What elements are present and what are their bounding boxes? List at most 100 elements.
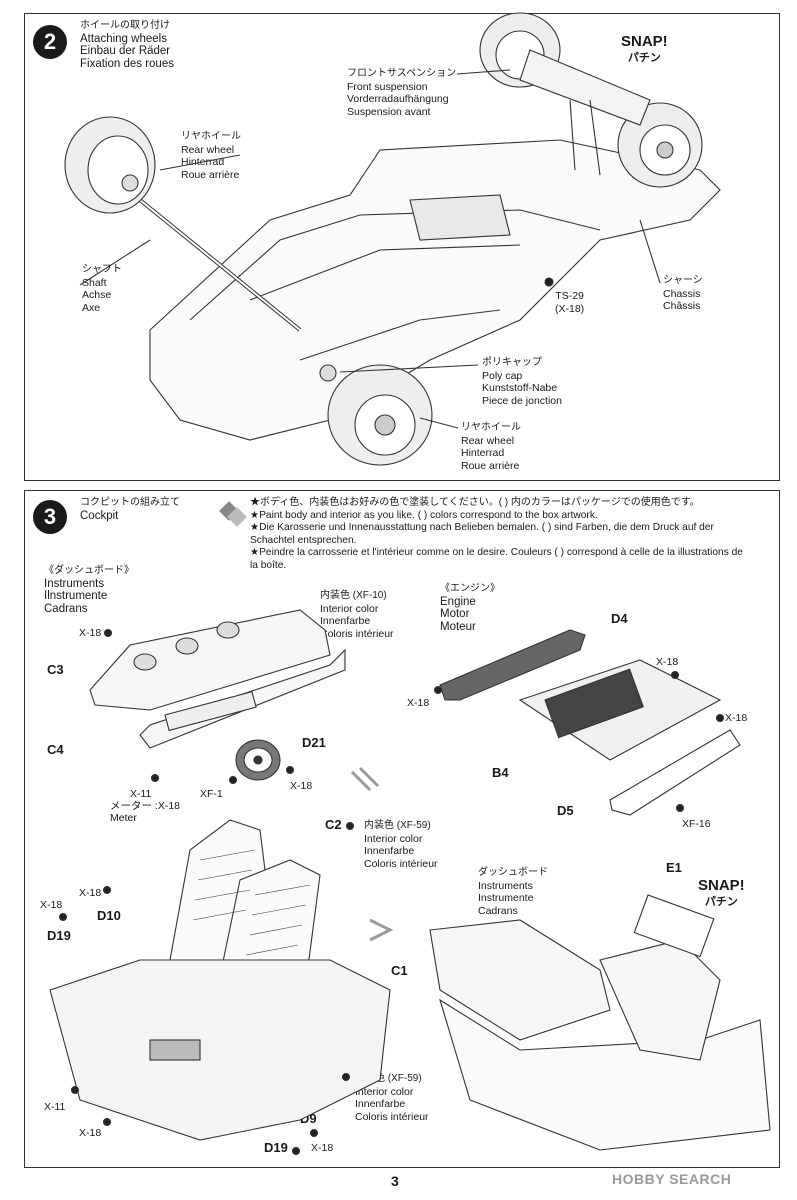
paint-meter-jp: メーター :X-18 (110, 800, 181, 812)
step-2-number: 2 (43, 29, 57, 54)
snap-callout-step2: SNAP! パチン (621, 34, 668, 66)
snap-text-jp: パチン (627, 52, 661, 64)
xf10-de: Innenfarbe (320, 615, 371, 627)
shaft-jp: シャフト (82, 264, 122, 275)
rear-wheel-bottom-callout: リヤホイール Rear wheel Hinterrad Roue arrière (461, 422, 521, 472)
engine-header-jp: 《エンジン》 (440, 583, 500, 594)
chassis-callout: シャーシ Chassis Châssis (663, 275, 703, 313)
engine-header-fr: Moteur (440, 620, 476, 633)
rear-wheel-b-jp: リヤホイール (461, 422, 521, 433)
xf59a-de: Innenfarbe (364, 845, 415, 857)
front-suspension-fr: Suspension avant (347, 105, 431, 118)
label-c3: C3 (47, 662, 64, 677)
paint-x18-c: X-18 (656, 656, 679, 668)
paint-x18-a: X-18 (79, 627, 102, 639)
rear-wheel-jp: リヤホイール (181, 131, 241, 142)
step-3-title: コクピットの組み立て Cockpit (80, 497, 180, 522)
label-d21: D21 (302, 735, 326, 750)
paint-ts29-alt: (X-18) (555, 302, 585, 315)
dash-de: Instrumente (478, 892, 534, 904)
step-2-badge: 2 (33, 25, 67, 59)
label-d5: D5 (557, 803, 574, 818)
note-fr: ★Peindre la carrosserie et l'intérieur c… (250, 547, 743, 571)
dashboard-callout: ダッシュボード Instruments Instrumente Cadrans (478, 867, 548, 917)
label-c4: C4 (47, 742, 64, 757)
engine-header-en: Engine (440, 595, 476, 608)
front-suspension-callout: フロントサスペンション Front suspension Vorderradau… (347, 68, 456, 118)
paint-notes: ★ボディ色、内装色はお好みの色で塗装してください。( ) 内のカラーはパッケージ… (250, 497, 750, 572)
title-jp: ホイールの取り付け (80, 20, 170, 31)
paint-x18-f: X-18 (79, 887, 102, 899)
label-d10: D10 (97, 908, 121, 923)
label-c1: C1 (391, 963, 408, 978)
label-e1: E1 (666, 860, 682, 875)
label-d4: D4 (611, 611, 628, 626)
xf10-en: Interior color (320, 602, 379, 615)
poly-cap-callout: ポリキャップ Poly cap Kunststoff-Nabe Piece de… (482, 357, 562, 407)
title3-en: Cockpit (80, 509, 119, 522)
poly-cap-en: Poly cap (482, 369, 523, 382)
dash-jp: ダッシュボード (478, 867, 548, 878)
xf10-fr: Coloris intérieur (320, 627, 394, 640)
xf59b-fr: Coloris intérieur (355, 1110, 429, 1123)
rear-wheel-b-en: Rear wheel (461, 434, 515, 447)
front-suspension-jp: フロントサスペンション (347, 68, 457, 79)
note-en: ★Paint body and interior as you like. ( … (250, 509, 598, 521)
rear-wheel-fr: Roue arrière (181, 168, 240, 181)
xf59a-en: Interior color (364, 832, 423, 845)
paint-xf16: XF-16 (682, 818, 711, 830)
paint-x11: X-11 (130, 788, 152, 800)
paint-x18-e: X-18 (290, 780, 313, 792)
rear-wheel-en: Rear wheel (181, 143, 235, 156)
instruments-header-en: Instruments (44, 577, 105, 590)
paint-xf1: XF-1 (200, 788, 223, 800)
xf59a-jp: 内装色 (XF-59) (364, 820, 431, 831)
paint-x18-i: X-18 (311, 1142, 334, 1154)
front-suspension-de: Vorderradaufhängung (347, 93, 449, 105)
chassis-fr: Châssis (663, 300, 701, 312)
paint-x18-h: X-18 (79, 1127, 102, 1139)
instruments-header-jp: 《ダッシュボード》 (44, 565, 134, 576)
poly-cap-de: Kunststoff-Nabe (482, 382, 558, 394)
label-c2: C2 (325, 817, 342, 832)
xf10-jp: 内装色 (XF-10) (320, 590, 387, 601)
instruments-header-de: Ilnstrumente (44, 590, 108, 602)
shaft-fr: Axe (82, 301, 101, 314)
front-suspension-en: Front suspension (347, 80, 428, 93)
snap-callout-step3: SNAP! パチン (698, 878, 745, 910)
xf59b-jp: 内装色 (XF-59) (355, 1073, 422, 1084)
interior-xf59-bottom-callout: 内装色 (XF-59) Interior color Innenfarbe Co… (355, 1073, 429, 1123)
title3-jp: コクピットの組み立て (80, 497, 180, 508)
dash-fr: Cadrans (478, 904, 518, 917)
snap3-text: SNAP! (698, 877, 745, 894)
poly-cap-jp: ポリキャップ (482, 357, 542, 368)
paint-x18-b: X-18 (407, 697, 430, 709)
label-b4: B4 (492, 765, 509, 780)
chassis-jp: シャーシ (663, 275, 703, 286)
step-3-badge: 3 (33, 500, 67, 534)
paint-x11-b: X-11 (44, 1101, 66, 1113)
xf59b-en: Interior color (355, 1085, 414, 1098)
rear-wheel-b-fr: Roue arrière (461, 459, 520, 472)
page-number: 3 (391, 1173, 399, 1189)
paint-meter: Meter (110, 812, 137, 824)
poly-cap-fr: Piece de jonction (482, 394, 562, 407)
snap3-text-jp: パチン (704, 896, 738, 908)
title-fr: Fixation des roues (80, 57, 174, 70)
shaft-de: Achse (82, 289, 112, 301)
paint-x18-g: X-18 (40, 899, 63, 911)
instruments-header-fr: Cadrans (44, 602, 88, 615)
title-en: Attaching wheels (80, 32, 167, 45)
label-d19-top: D19 (47, 928, 71, 943)
paint-x18-d: X-18 (725, 712, 748, 724)
title-de: Einbau der Räder (80, 45, 171, 57)
step-2-title: ホイールの取り付け Attaching wheels Einbau der Rä… (80, 20, 174, 70)
rear-wheel-b-de: Hinterrad (461, 447, 505, 459)
hobby-search-watermark: HOBBY SEARCH (612, 1171, 732, 1187)
xf59b-de: Innenfarbe (355, 1098, 406, 1110)
snap-text: SNAP! (621, 33, 668, 50)
step-3-number: 3 (43, 504, 57, 529)
dash-en: Instruments (478, 879, 533, 892)
chassis-en: Chassis (663, 287, 701, 300)
